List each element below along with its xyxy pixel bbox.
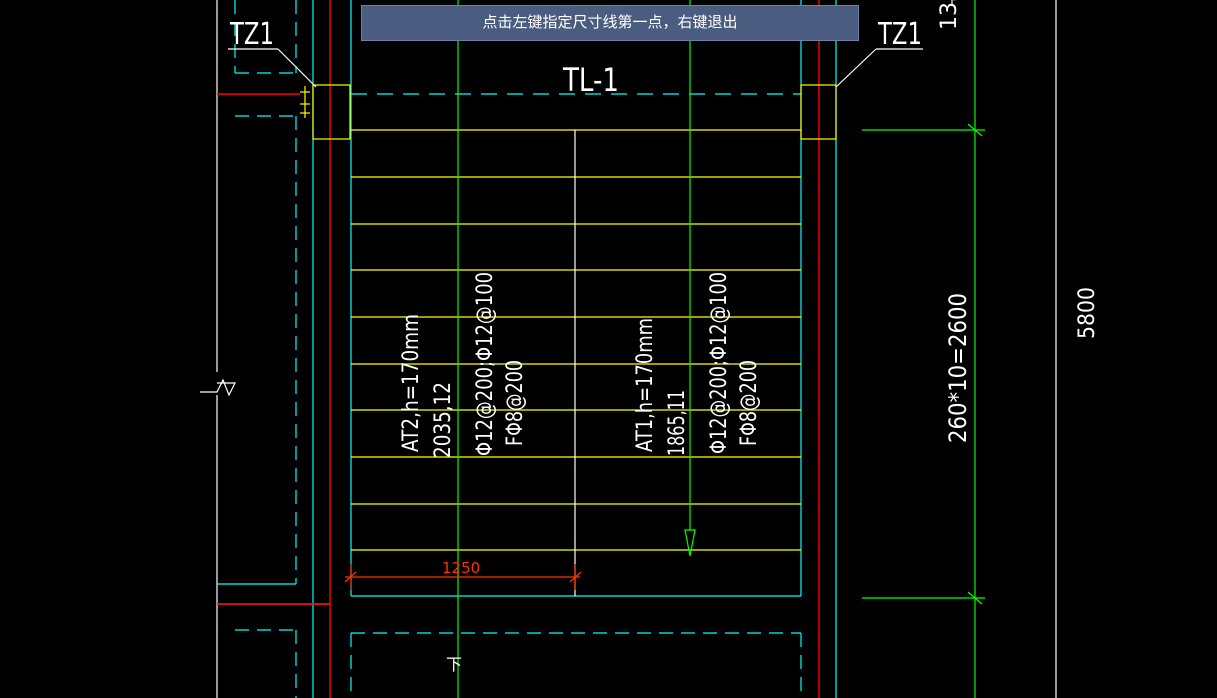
label-beam[interactable]: TL-1	[562, 61, 619, 99]
stair-treads	[351, 129, 801, 551]
down-mark-text[interactable]: 下	[446, 655, 462, 674]
stair-left-labels[interactable]: AT2,h=170mm 2035,12 Φ12@200;Φ12@100 FΦ8@…	[399, 272, 528, 458]
stair-left-line4: FΦ8@200	[503, 360, 528, 446]
stair-left-line2: 2035,12	[431, 382, 456, 458]
left-wall	[200, 0, 330, 698]
column-right[interactable]	[800, 84, 837, 140]
dimension-1250-text[interactable]: 1250	[442, 559, 480, 577]
column-left[interactable]	[312, 84, 351, 140]
red-axis-lines	[217, 0, 820, 698]
dimension-steps-text[interactable]: 260*10=2600	[944, 293, 972, 443]
stair-right-line4: FΦ8@200	[737, 360, 762, 446]
column-leaders	[228, 48, 923, 88]
stair-left-line1: AT2,h=170mm	[399, 314, 424, 452]
stair-right-labels[interactable]: AT1,h=170mm 1865,11 Φ12@200;Φ12@100 FΦ8@…	[633, 272, 762, 456]
stair-right-line3: Φ12@200;Φ12@100	[707, 272, 732, 454]
command-prompt-text: 点击左键指定尺寸线第一点，右键退出	[482, 14, 738, 31]
stair-right-line2: 1865,11	[665, 390, 690, 456]
stair-left-line3: Φ12@200;Φ12@100	[473, 272, 498, 456]
columns	[300, 84, 837, 140]
command-prompt-banner: 点击左键指定尺寸线第一点，右键退出	[361, 5, 859, 41]
dimension-1250[interactable]	[344, 564, 582, 590]
dimension-total-text[interactable]: 5800	[1075, 287, 1100, 339]
left-cyan-lines	[217, 0, 802, 698]
stair-right-line1: AT1,h=170mm	[633, 318, 658, 452]
green-lines	[457, 0, 985, 698]
label-column-right[interactable]: TZ1	[877, 17, 922, 52]
right-white-lines	[951, 0, 1057, 698]
label-column-left[interactable]: TZ1	[229, 17, 274, 52]
label-top-right-partial[interactable]: 135	[937, 0, 962, 30]
